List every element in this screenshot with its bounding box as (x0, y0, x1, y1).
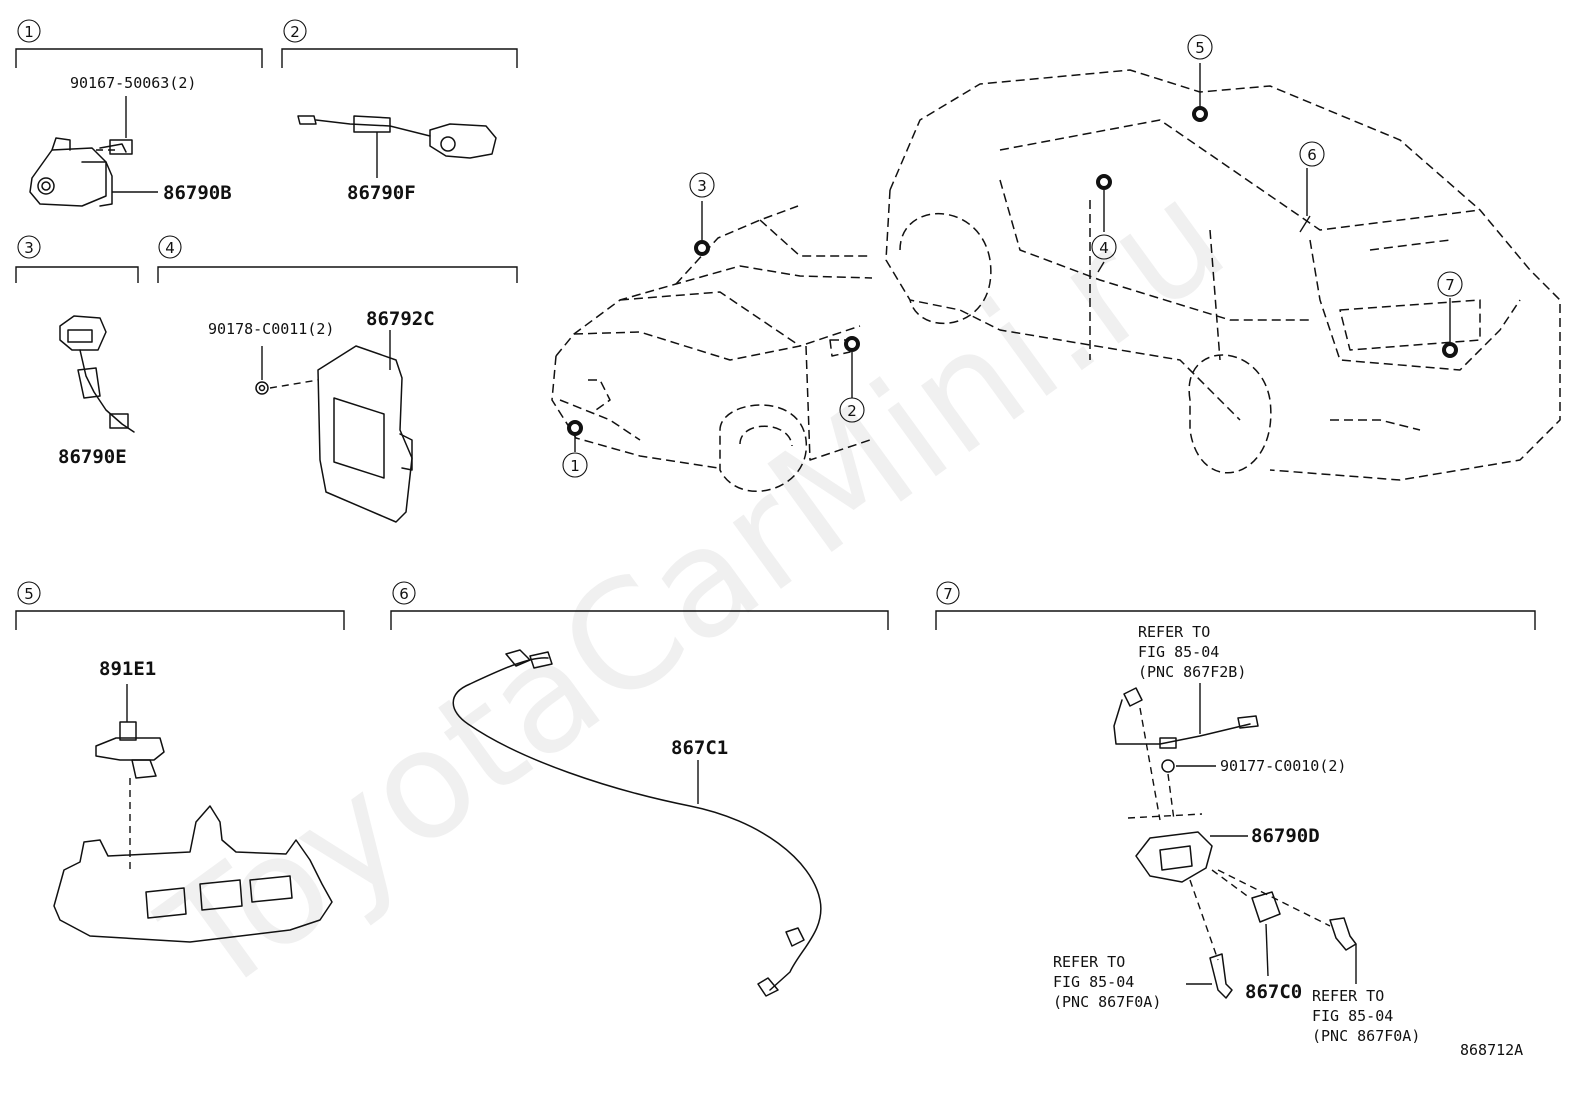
refer-line-2c: (PNC 867F0A) (1053, 993, 1161, 1011)
svg-text:7: 7 (1445, 276, 1455, 294)
vehicle-rear-view (885, 63, 1561, 481)
overhead-module (53, 684, 333, 943)
vehicle-rear-callouts: 5 6 4 7 (1091, 34, 1463, 297)
part-number-86790F: 86790F (347, 182, 416, 204)
svg-text:6: 6 (1307, 146, 1317, 164)
part-number-90167-50063: 90167-50063(2) (70, 74, 196, 92)
svg-text:4: 4 (1099, 239, 1109, 257)
camera-assembly-3 (59, 315, 135, 433)
vehicle-front-view (551, 201, 873, 493)
part-number-86792C: 86792C (366, 308, 435, 330)
part-number-867C0: 867C0 (1245, 981, 1302, 1003)
vehicle-front-callouts: 3 2 1 (562, 172, 865, 478)
front-camera-assembly (29, 96, 158, 207)
side-camera-assembly (297, 115, 497, 178)
refer-line-1b: FIG 85-04 (1138, 643, 1219, 661)
section-3-number: 3 (24, 239, 34, 257)
section-5-number: 5 (24, 585, 34, 603)
section-6-number: 6 (399, 585, 409, 603)
section-7-number: 7 (943, 585, 953, 603)
camera-ecu (255, 330, 413, 523)
refer-line-3a: REFER TO (1312, 987, 1384, 1005)
wire-harness (452, 649, 822, 997)
section-4-number: 4 (165, 239, 175, 257)
part-number-90177-C0010: 90177-C0010(2) (1220, 757, 1346, 775)
svg-text:2: 2 (847, 402, 857, 420)
part-number-86790E: 86790E (58, 446, 127, 468)
section-2-number: 2 (290, 23, 300, 41)
refer-line-2b: FIG 85-04 (1053, 973, 1134, 991)
part-number-86790D: 86790D (1251, 825, 1320, 847)
part-number-867C1: 867C1 (671, 737, 728, 759)
section-brackets (15, 48, 1536, 630)
svg-text:5: 5 (1195, 39, 1205, 57)
watermark: ToyotaCarMini.ru (133, 148, 1255, 1030)
part-number-90178-C0011: 90178-C0011(2) (208, 320, 334, 338)
refer-line-2a: REFER TO (1053, 953, 1125, 971)
back-camera-assembly (1113, 683, 1357, 999)
refer-line-3c: (PNC 867F0A) (1312, 1027, 1420, 1045)
figure-id: 868712A (1460, 1041, 1523, 1059)
svg-text:3: 3 (697, 177, 707, 195)
section-1-number: 1 (24, 23, 34, 41)
part-number-891E1: 891E1 (99, 658, 156, 680)
refer-line-1c: (PNC 867F2B) (1138, 663, 1246, 681)
refer-line-3b: FIG 85-04 (1312, 1007, 1393, 1025)
svg-text:1: 1 (570, 457, 580, 475)
part-number-86790B: 86790B (163, 182, 232, 204)
section-callouts: 1 2 3 4 5 6 7 (17, 19, 960, 605)
refer-line-1a: REFER TO (1138, 623, 1210, 641)
